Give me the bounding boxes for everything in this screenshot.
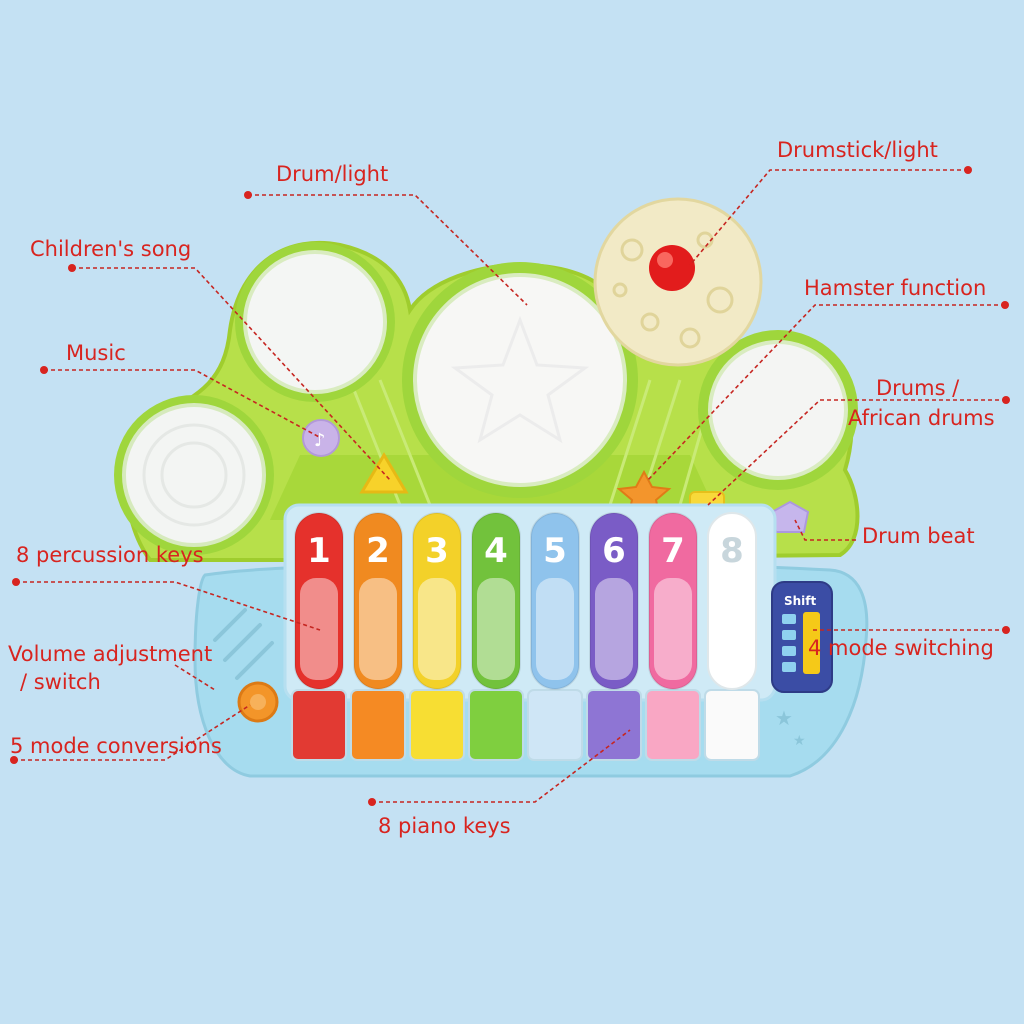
callout-hamster-function: Hamster function	[804, 276, 987, 300]
leader-dots	[10, 166, 1010, 806]
callout-mode-switching: 4 mode switching	[808, 636, 994, 660]
percussion-key[interactable]	[530, 512, 580, 690]
percussion-key-number: 5	[543, 531, 567, 571]
piano-key[interactable]	[586, 689, 642, 761]
shift-label: Shift	[784, 594, 817, 608]
animal-sticker	[359, 578, 397, 680]
percussion-key[interactable]	[353, 512, 403, 690]
piano-key[interactable]	[468, 689, 524, 761]
animal-sticker	[654, 578, 692, 680]
svg-text:♪: ♪	[314, 430, 326, 451]
callout-childrens-song: Children's song	[30, 237, 192, 261]
callout-drums-line2: African drums	[848, 406, 995, 430]
callout-volume-line2: / switch	[20, 670, 101, 694]
percussion-key-number: 7	[661, 531, 685, 571]
callout-mode-conversions: 5 mode conversions	[10, 734, 222, 758]
svg-text:★: ★	[775, 706, 793, 730]
piano-key[interactable]	[350, 689, 406, 761]
animal-sticker	[418, 578, 456, 680]
drum-center[interactable]	[402, 262, 638, 498]
percussion-key[interactable]	[412, 512, 462, 690]
leader-lines	[14, 169, 1006, 803]
percussion-key-number: 8	[720, 531, 744, 571]
piano-key[interactable]	[645, 689, 701, 761]
animal-sticker	[713, 578, 751, 680]
callout-drum-beat: Drum beat	[862, 524, 975, 548]
drum-bottom-left[interactable]	[114, 395, 274, 555]
piano-keys	[291, 689, 760, 761]
callout-piano-keys: 8 piano keys	[378, 814, 511, 838]
animal-sticker	[595, 578, 633, 680]
drum-right[interactable]	[698, 330, 858, 490]
callout-drum-light: Drum/light	[276, 162, 389, 186]
callout-drumstick-light: Drumstick/light	[777, 138, 938, 162]
callout-drums-line1: Drums /	[876, 376, 960, 400]
percussion-key-number: 2	[366, 531, 390, 571]
mode-switch-panel[interactable]: Shift	[771, 581, 833, 693]
percussion-key-number: 6	[602, 531, 626, 571]
drumstick-light-pad[interactable]	[593, 197, 763, 367]
percussion-key[interactable]	[471, 512, 521, 690]
percussion-key[interactable]	[648, 512, 698, 690]
drum-top-left[interactable]	[235, 242, 395, 402]
percussion-key-number: 1	[307, 531, 331, 571]
callout-percussion-keys: 8 percussion keys	[16, 543, 204, 567]
volume-knob[interactable]	[237, 681, 279, 723]
piano-key[interactable]	[527, 689, 583, 761]
percussion-key[interactable]	[707, 512, 757, 690]
drum-beat-button[interactable]	[770, 500, 810, 533]
callout-music: Music	[66, 341, 126, 365]
piano-key[interactable]	[409, 689, 465, 761]
svg-text:★: ★	[793, 733, 806, 749]
percussion-key-number: 3	[425, 531, 449, 571]
piano-key[interactable]	[704, 689, 760, 761]
percussion-key[interactable]	[589, 512, 639, 690]
percussion-key[interactable]	[294, 512, 344, 690]
callout-volume-line1: Volume adjustment	[8, 642, 213, 666]
percussion-key-number: 4	[484, 531, 508, 571]
animal-sticker	[536, 578, 574, 680]
piano-key[interactable]	[291, 689, 347, 761]
animal-sticker	[477, 578, 515, 680]
